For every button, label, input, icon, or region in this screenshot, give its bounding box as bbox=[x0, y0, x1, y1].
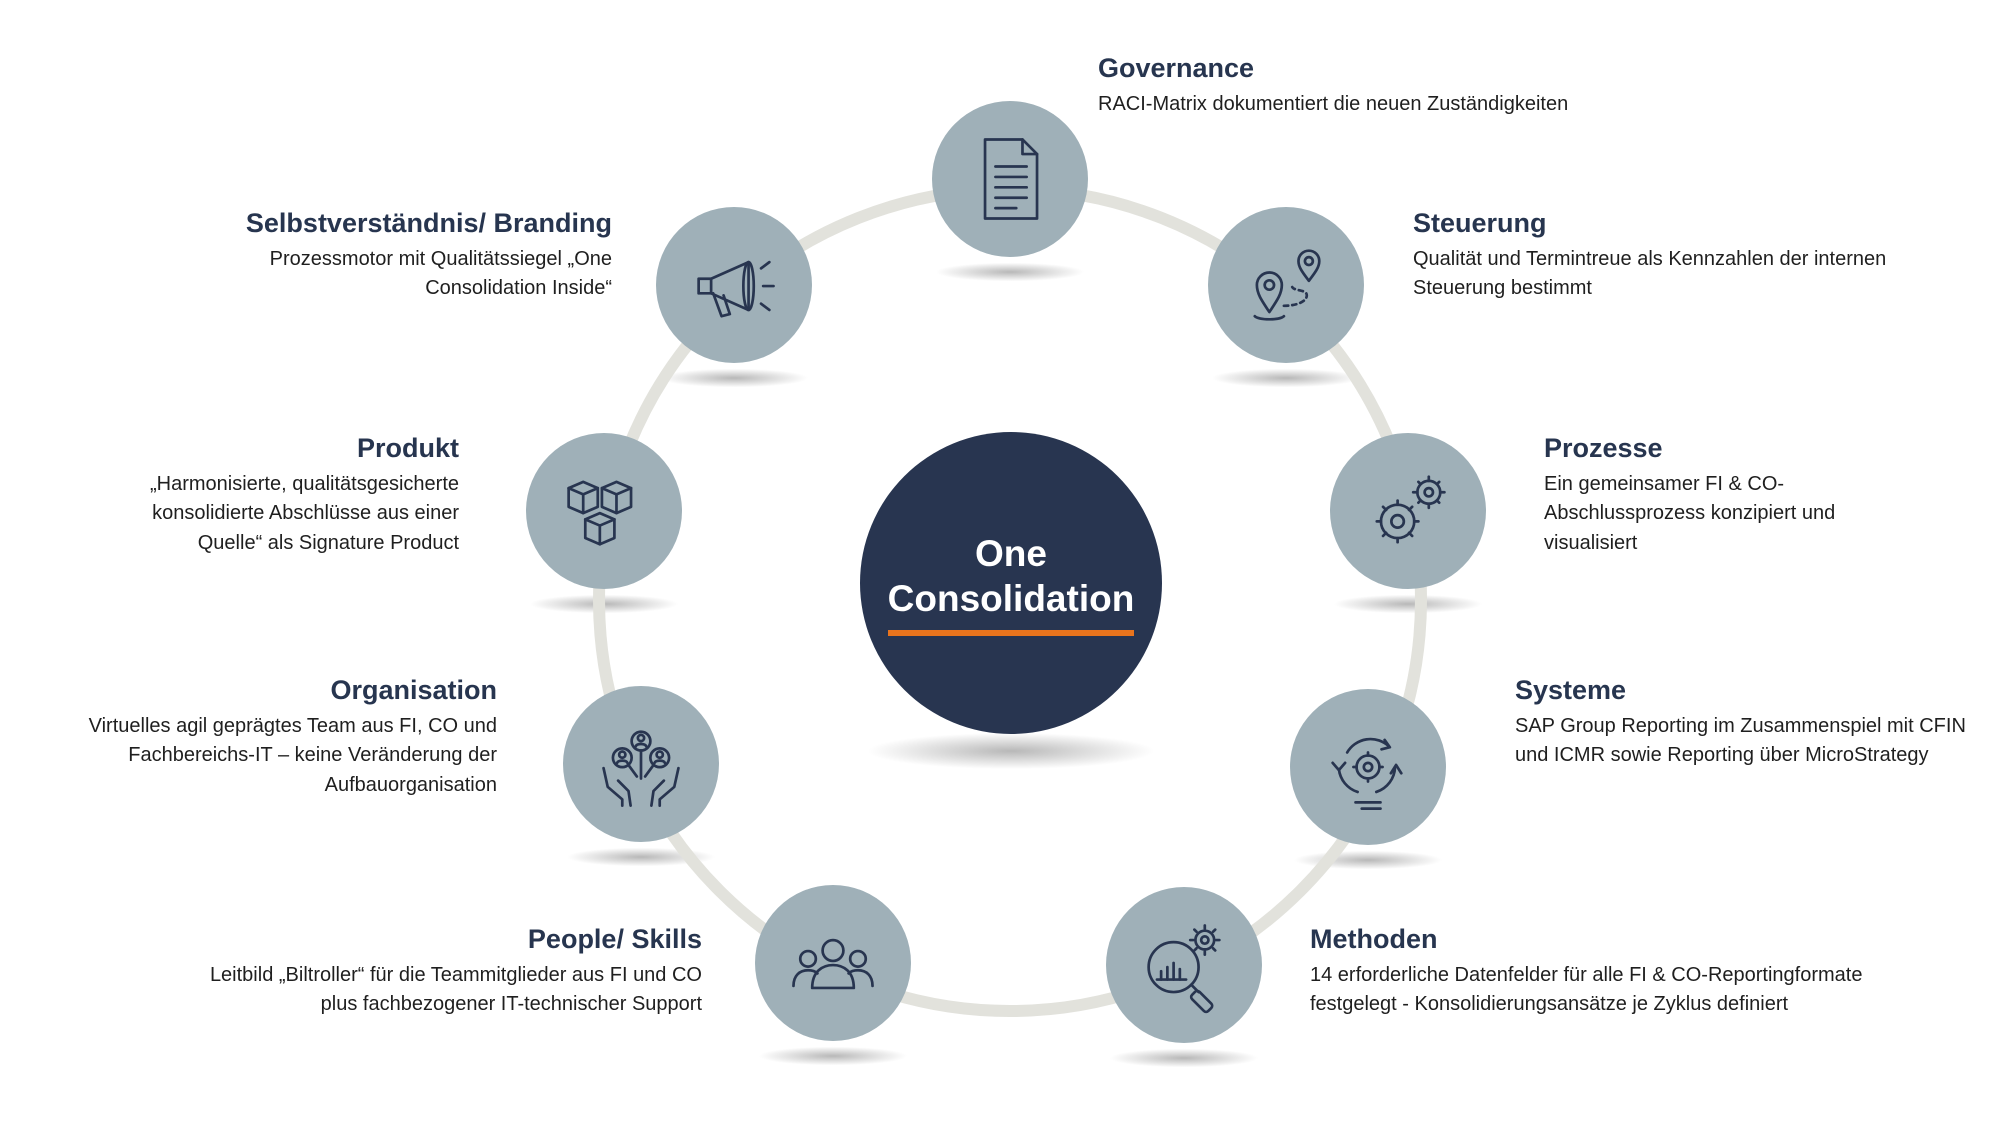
node-title: People/ Skills bbox=[527, 924, 702, 954]
node-title: Systeme bbox=[1515, 675, 1627, 705]
label-organisation: Organisation Virtuelles agil geprägtes T… bbox=[52, 674, 497, 800]
node-systeme bbox=[1290, 689, 1446, 845]
label-steuerung: Steuerung Qualität und Termintreue als K… bbox=[1413, 207, 1933, 304]
box-top-left bbox=[567, 480, 600, 515]
cycle-gear-icon bbox=[1331, 737, 1403, 810]
analytics-magnifier-icon bbox=[1147, 924, 1221, 1014]
node-title: Selbstverständnis/ Branding bbox=[245, 208, 612, 238]
node-description: Prozessmotor mit Qualitätssiegel „One Co… bbox=[269, 247, 612, 300]
route-pins-icon bbox=[1253, 249, 1321, 321]
circle-shadow bbox=[1109, 1048, 1259, 1068]
node-description: Virtuelles agil geprägtes Team aus FI, C… bbox=[88, 714, 497, 796]
hands-people-icon bbox=[602, 730, 680, 807]
label-branding: Selbstverständnis/ Branding Prozessmotor… bbox=[160, 207, 612, 304]
center-title-line2: Consolidation bbox=[887, 575, 1135, 636]
node-steuerung bbox=[1208, 207, 1364, 363]
node-description: Qualität und Termintreue als Kennzahlen … bbox=[1413, 247, 1887, 300]
circle-shadow bbox=[758, 1046, 908, 1066]
node-description: SAP Group Reporting im Zusammenspiel mit… bbox=[1515, 714, 1966, 767]
node-prozesse bbox=[1330, 433, 1486, 589]
node-description: Ein gemeinsamer FI & CO-Abschlussprozess… bbox=[1544, 472, 1836, 554]
document-icon bbox=[983, 138, 1039, 220]
node-methoden bbox=[1106, 887, 1262, 1043]
label-prozesse: Prozesse Ein gemeinsamer FI & CO-Abschlu… bbox=[1544, 432, 1884, 558]
people-group-icon bbox=[792, 938, 874, 990]
shadow-layer bbox=[529, 262, 1483, 1068]
node-description: „Harmonisierte, qualitätsgesicherte kons… bbox=[149, 472, 459, 554]
node-description: RACI-Matrix dokumentiert die neuen Zustä… bbox=[1098, 92, 1569, 115]
gears-icon bbox=[1375, 475, 1446, 544]
box-bottom bbox=[583, 511, 616, 546]
node-title: Governance bbox=[1098, 53, 1255, 83]
label-methoden: Methoden 14 erforderliche Datenfelder fü… bbox=[1310, 923, 1870, 1020]
center-circle: One Consolidation bbox=[860, 432, 1162, 734]
label-governance: Governance RACI-Matrix dokumentiert die … bbox=[1098, 52, 1818, 119]
circle-shadow bbox=[1333, 594, 1483, 614]
node-description: Leitbild „Biltroller“ für die Teammitgli… bbox=[209, 963, 702, 1016]
node-people-skills bbox=[755, 885, 911, 1041]
box-top-right bbox=[600, 480, 633, 515]
circle-shadow bbox=[1211, 368, 1361, 388]
node-title: Produkt bbox=[356, 433, 459, 463]
boxes-icon bbox=[567, 480, 633, 546]
circle-shadow bbox=[659, 368, 809, 388]
gear-small bbox=[1411, 475, 1446, 510]
label-systeme: Systeme SAP Group Reporting im Zusammens… bbox=[1515, 674, 1975, 771]
node-description: 14 erforderliche Datenfelder für alle FI… bbox=[1310, 963, 1863, 1016]
node-organisation bbox=[563, 686, 719, 842]
label-produkt: Produkt „Harmonisierte, qualitätsgesiche… bbox=[90, 432, 459, 558]
node-governance bbox=[932, 101, 1088, 257]
node-title: Organisation bbox=[330, 675, 497, 705]
node-branding bbox=[656, 207, 812, 363]
node-title: Methoden bbox=[1310, 924, 1438, 954]
circle-shadow bbox=[935, 262, 1085, 282]
megaphone-icon bbox=[697, 260, 775, 318]
gear-large bbox=[1375, 499, 1420, 544]
label-people-skills: People/ Skills Leitbild „Biltroller“ für… bbox=[202, 923, 702, 1020]
node-title: Steuerung bbox=[1413, 208, 1547, 238]
circle-shadow bbox=[867, 732, 1155, 770]
node-produkt bbox=[526, 433, 682, 589]
center-title-line1: One bbox=[975, 533, 1047, 575]
node-title: Prozesse bbox=[1544, 433, 1663, 463]
